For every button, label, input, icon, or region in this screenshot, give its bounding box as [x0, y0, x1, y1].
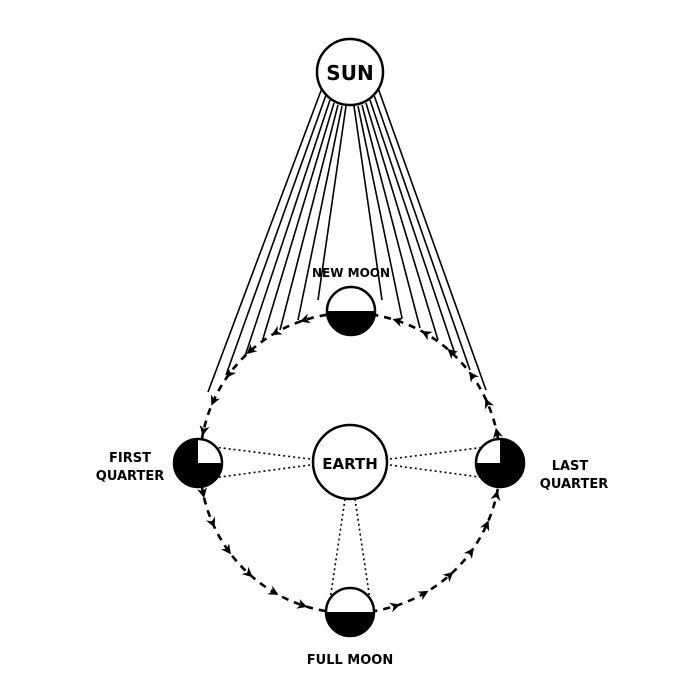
sun-label: SUN [326, 61, 373, 85]
orbit-arrow [226, 367, 237, 379]
orbit-arrow [490, 490, 501, 502]
orbit-arrow [210, 394, 221, 406]
orbit-arrow [296, 599, 308, 609]
orbit-arrow [469, 371, 479, 383]
first-quarter-label-line1: FIRST [109, 451, 151, 466]
orbit-arrow [205, 516, 216, 528]
earth: EARTH [311, 423, 389, 501]
sun-ray [373, 94, 471, 371]
sun-ray [361, 104, 421, 329]
orbit-arrow [389, 602, 401, 613]
orbit-arrow [246, 343, 258, 355]
orbit-arrow [484, 398, 495, 410]
orbit-arrow [221, 543, 231, 555]
first-quarter-label-line2: QUARTER [96, 469, 164, 484]
sun-ray [279, 104, 339, 331]
sun-ray [353, 105, 383, 301]
orbit-direction-arrows [197, 313, 503, 613]
earth-label: EARTH [322, 455, 378, 473]
orbit-arrow [417, 590, 429, 601]
sun-ray [317, 105, 347, 301]
sun-ray [244, 99, 331, 357]
orbit-arrow [421, 331, 433, 341]
orbit-arrow [267, 585, 279, 595]
orbit-arrow [392, 317, 404, 327]
sun-ray [357, 105, 403, 319]
orbit-arrow [241, 566, 253, 578]
first-quarter-moon: FIRST QUARTER [96, 437, 224, 489]
sun-ray [365, 102, 439, 341]
new-moon: NEW MOON [312, 266, 390, 337]
last-quarter-label-line1: LAST [552, 459, 589, 474]
orbit-arrow [447, 348, 459, 360]
sun: SUN [315, 37, 385, 107]
sun-rays [207, 87, 487, 393]
last-quarter-moon: LAST QUARTER [474, 437, 608, 492]
orbit-arrow [493, 427, 503, 439]
sun-ray [225, 94, 327, 376]
orbit-arrow [271, 325, 283, 336]
sun-ray [207, 87, 323, 393]
full-moon-label: FULL MOON [307, 653, 393, 668]
sun-ray [297, 105, 343, 321]
full-moon: FULL MOON [307, 586, 393, 668]
sight-lines [197, 444, 503, 601]
orbit-arrow [463, 547, 474, 559]
orbit-arrow [479, 520, 490, 532]
orbit-arrow [299, 313, 311, 324]
orbit-arrow [199, 424, 210, 436]
sun-ray [261, 102, 335, 343]
orbit-arrow [197, 487, 207, 499]
new-moon-label: NEW MOON [312, 266, 390, 280]
orbit-arrow [442, 571, 454, 583]
last-quarter-label-line2: QUARTER [540, 477, 608, 492]
sun-ray [369, 99, 456, 355]
sun-ray [377, 87, 487, 391]
